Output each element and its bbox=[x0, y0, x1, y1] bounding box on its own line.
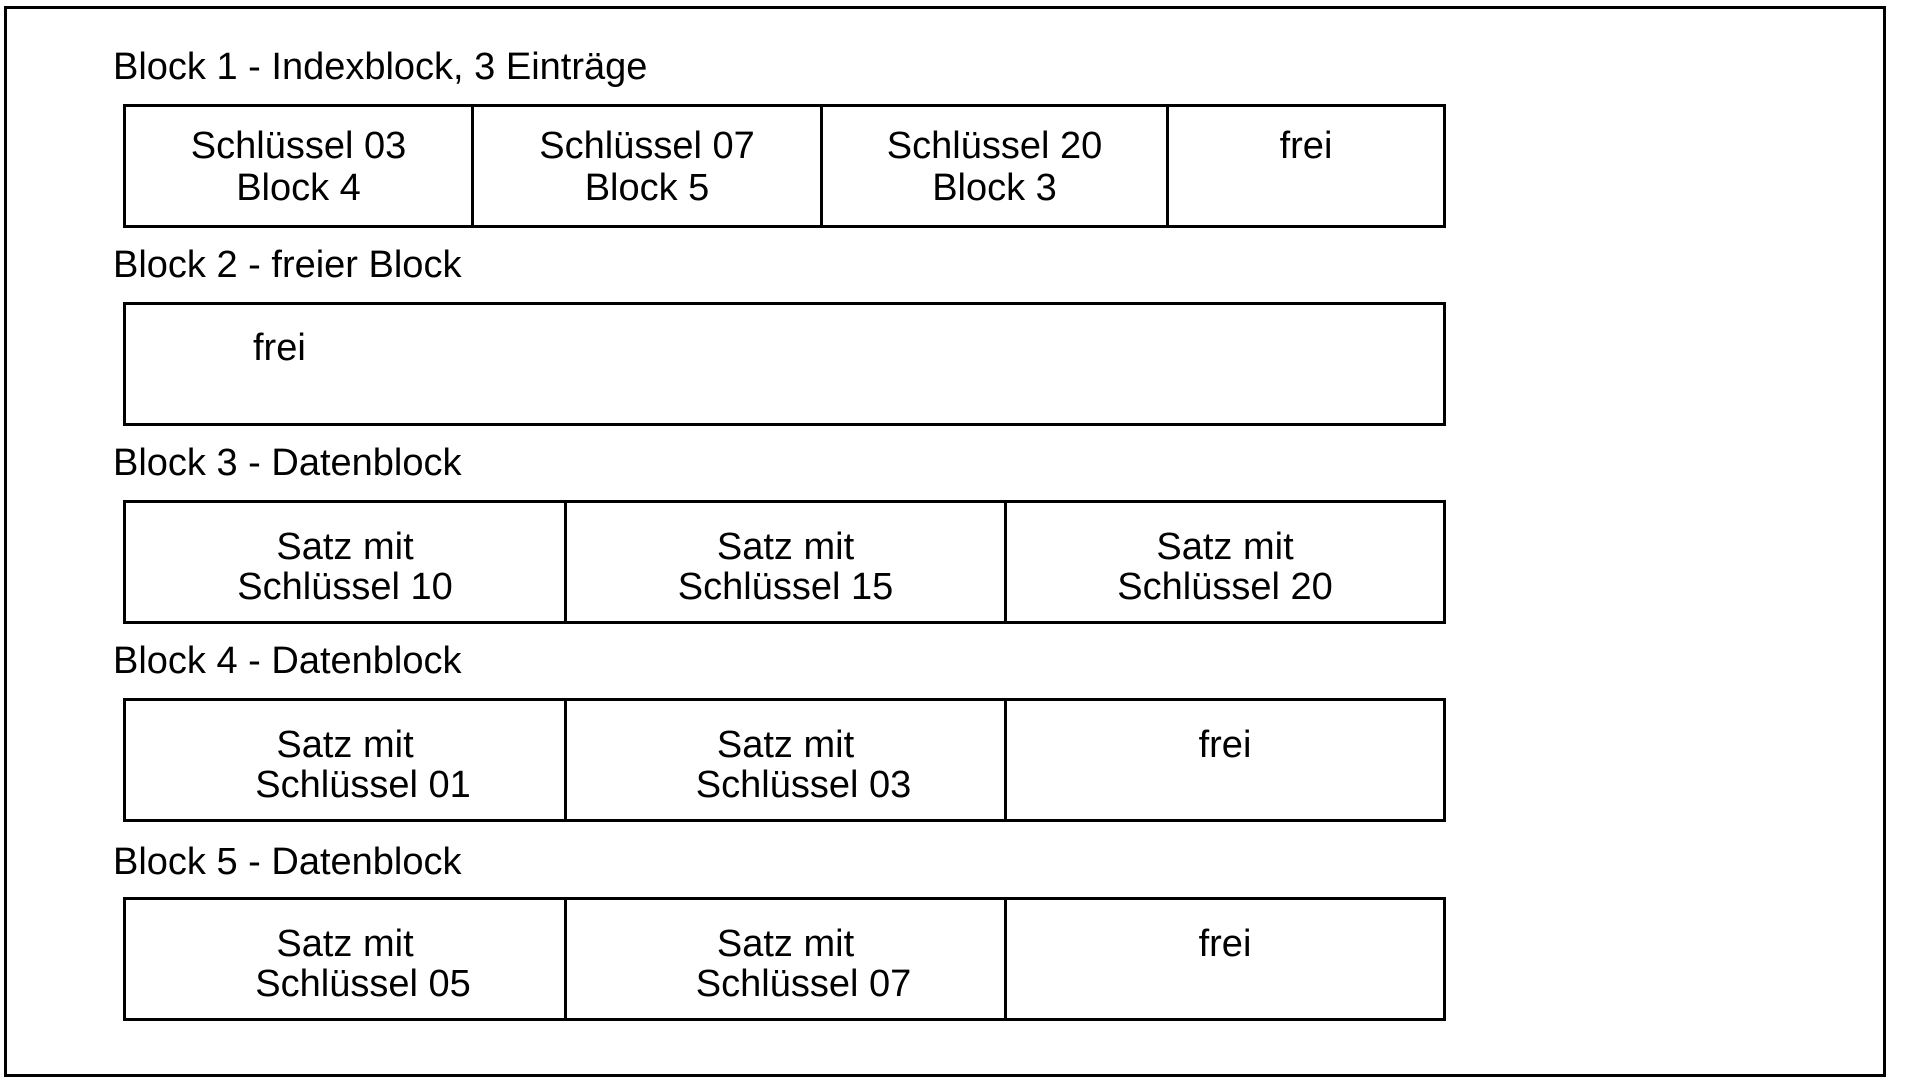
record-cell: Satz mit Schlüssel 01 bbox=[126, 701, 567, 819]
record-cell: Satz mit Schlüssel 05 bbox=[126, 900, 567, 1018]
index-entry-block: Block 5 bbox=[584, 167, 710, 209]
record-key: Schlüssel 01 bbox=[255, 764, 471, 806]
block-3-title: Block 3 - Datenblock bbox=[113, 442, 462, 484]
free-label: frei bbox=[253, 327, 306, 369]
record-key: Schlüssel 03 bbox=[695, 764, 912, 806]
record-cell: Satz mit Schlüssel 03 bbox=[567, 701, 1007, 819]
block-4-title: Block 4 - Datenblock bbox=[113, 640, 462, 682]
record-label: Satz mit bbox=[716, 724, 855, 766]
record-label: Satz mit bbox=[716, 923, 855, 965]
record-label: Satz mit bbox=[276, 923, 414, 965]
record-key: Schlüssel 07 bbox=[695, 963, 912, 1005]
index-entry-key: Schlüssel 07 bbox=[539, 125, 755, 167]
record-cell: Satz mit Schlüssel 20 bbox=[1007, 503, 1443, 621]
index-entry-1: Schlüssel 03 Block 4 bbox=[126, 107, 474, 225]
free-label: frei bbox=[1198, 724, 1252, 766]
record-label: Satz mit bbox=[276, 724, 414, 766]
block-1-title: Block 1 - Indexblock, 3 Einträge bbox=[113, 46, 648, 88]
record-key: Schlüssel 15 bbox=[677, 566, 894, 608]
record-cell: Satz mit Schlüssel 10 bbox=[126, 503, 567, 621]
record-label: Satz mit bbox=[1156, 526, 1294, 568]
block-1-index-row: Schlüssel 03 Block 4 Schlüssel 07 Block … bbox=[123, 104, 1446, 228]
record-key: Schlüssel 10 bbox=[237, 566, 453, 608]
record-cell-free: frei bbox=[1007, 701, 1443, 819]
diagram-frame bbox=[4, 6, 1886, 1077]
record-key: Schlüssel 20 bbox=[1117, 566, 1333, 608]
block-3-data-row: Satz mit Schlüssel 10 Satz mit Schlüssel… bbox=[123, 500, 1446, 624]
index-entry-2: Schlüssel 07 Block 5 bbox=[474, 107, 823, 225]
record-cell: Satz mit Schlüssel 07 bbox=[567, 900, 1007, 1018]
block-5-title: Block 5 - Datenblock bbox=[113, 841, 462, 883]
record-cell: Satz mit Schlüssel 15 bbox=[567, 503, 1007, 621]
record-label: Satz mit bbox=[716, 526, 855, 568]
block-5-data-row: Satz mit Schlüssel 05 Satz mit Schlüssel… bbox=[123, 897, 1446, 1021]
block-2-free-row: frei bbox=[123, 302, 1446, 426]
index-entry-3: Schlüssel 20 Block 3 bbox=[823, 107, 1169, 225]
index-entry-block: Block 3 bbox=[932, 167, 1057, 209]
block-2-title: Block 2 - freier Block bbox=[113, 244, 462, 286]
index-entry-free: frei bbox=[1169, 107, 1443, 225]
index-entry-block: Block 4 bbox=[236, 167, 361, 209]
index-entry-key: Schlüssel 20 bbox=[886, 125, 1103, 167]
block-4-data-row: Satz mit Schlüssel 01 Satz mit Schlüssel… bbox=[123, 698, 1446, 822]
free-label: frei bbox=[1279, 125, 1333, 167]
record-key: Schlüssel 05 bbox=[255, 963, 471, 1005]
record-cell-free: frei bbox=[1007, 900, 1443, 1018]
index-entry-key: Schlüssel 03 bbox=[190, 125, 407, 167]
free-label: frei bbox=[1198, 923, 1252, 965]
record-label: Satz mit bbox=[276, 526, 414, 568]
